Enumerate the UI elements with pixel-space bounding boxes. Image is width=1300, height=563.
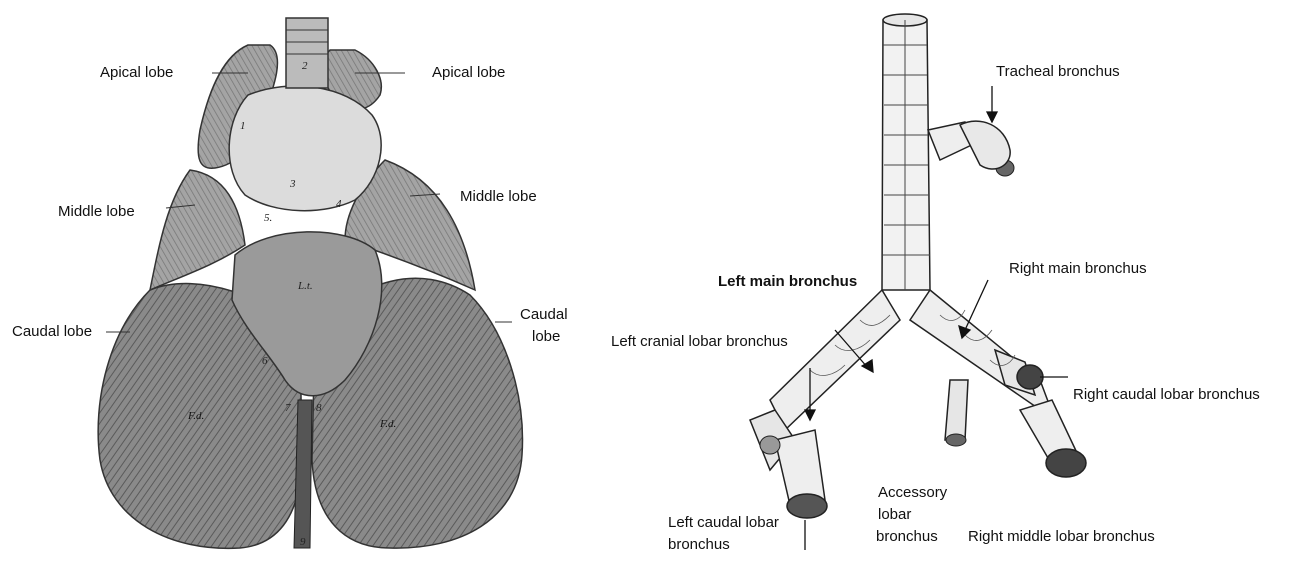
label-fd-left: F.d.: [188, 410, 204, 422]
bronchial-tree-figure: Tracheal bronchus Left main bronchus Rig…: [600, 0, 1300, 563]
heart: [229, 86, 381, 211]
label-left-main-bronchus: Left main bronchus: [718, 273, 857, 291]
label-right-caudal-lobar-bronchus: Right caudal lobar bronchus: [1073, 386, 1260, 404]
numeral-1: 1: [240, 120, 246, 132]
accessory-lobar-branch: [945, 380, 968, 440]
label-caudal-right-line2: lobe: [532, 328, 560, 346]
label-accessory-line2: lobar: [878, 506, 911, 524]
label-apical-lobe-right: Apical lobe: [432, 64, 505, 82]
trachea: [286, 18, 328, 88]
left-caudal-lobar-branch: [775, 430, 825, 505]
label-fd-right: F.d.: [380, 418, 396, 430]
label-accessory-line3: bronchus: [876, 528, 938, 546]
bronchial-tree-illustration: [600, 0, 1300, 563]
numeral-7: 7: [285, 402, 291, 414]
label-right-main-bronchus: Right main bronchus: [1009, 260, 1147, 278]
label-lt: L.t.: [298, 280, 313, 292]
left-main-bronchus-branch: [770, 290, 900, 430]
label-accessory-line1: Accessory: [878, 484, 947, 502]
numeral-4: 4: [336, 198, 342, 210]
lung-lobes-figure: Apical lobe Apical lobe Middle lobe Midd…: [0, 0, 600, 563]
numeral-8: 8: [316, 402, 322, 414]
label-middle-lobe-left: Middle lobe: [58, 203, 135, 221]
numeral-2: 2: [302, 60, 308, 72]
label-left-caudal-line2: bronchus: [668, 536, 730, 554]
label-middle-lobe-right: Middle lobe: [460, 188, 537, 206]
label-right-middle-lobar-bronchus: Right middle lobar bronchus: [968, 528, 1155, 546]
label-left-cranial-lobar-bronchus: Left cranial lobar bronchus: [611, 333, 788, 351]
trachea-tube: [882, 20, 930, 290]
numeral-3: 3: [290, 178, 296, 190]
label-apical-lobe-left: Apical lobe: [100, 64, 173, 82]
numeral-6: 6: [262, 355, 268, 367]
label-caudal-right-line1: Caudal: [520, 306, 568, 324]
numeral-5: 5.: [264, 212, 272, 224]
label-caudal-lobe-left: Caudal lobe: [12, 323, 92, 341]
numeral-9: 9: [300, 536, 306, 548]
right-main-bronchus-branch: [910, 290, 1055, 420]
label-left-caudal-line1: Left caudal lobar: [668, 514, 779, 532]
left-middle-lobe: [150, 170, 245, 290]
label-tracheal-bronchus: Tracheal bronchus: [996, 63, 1120, 81]
